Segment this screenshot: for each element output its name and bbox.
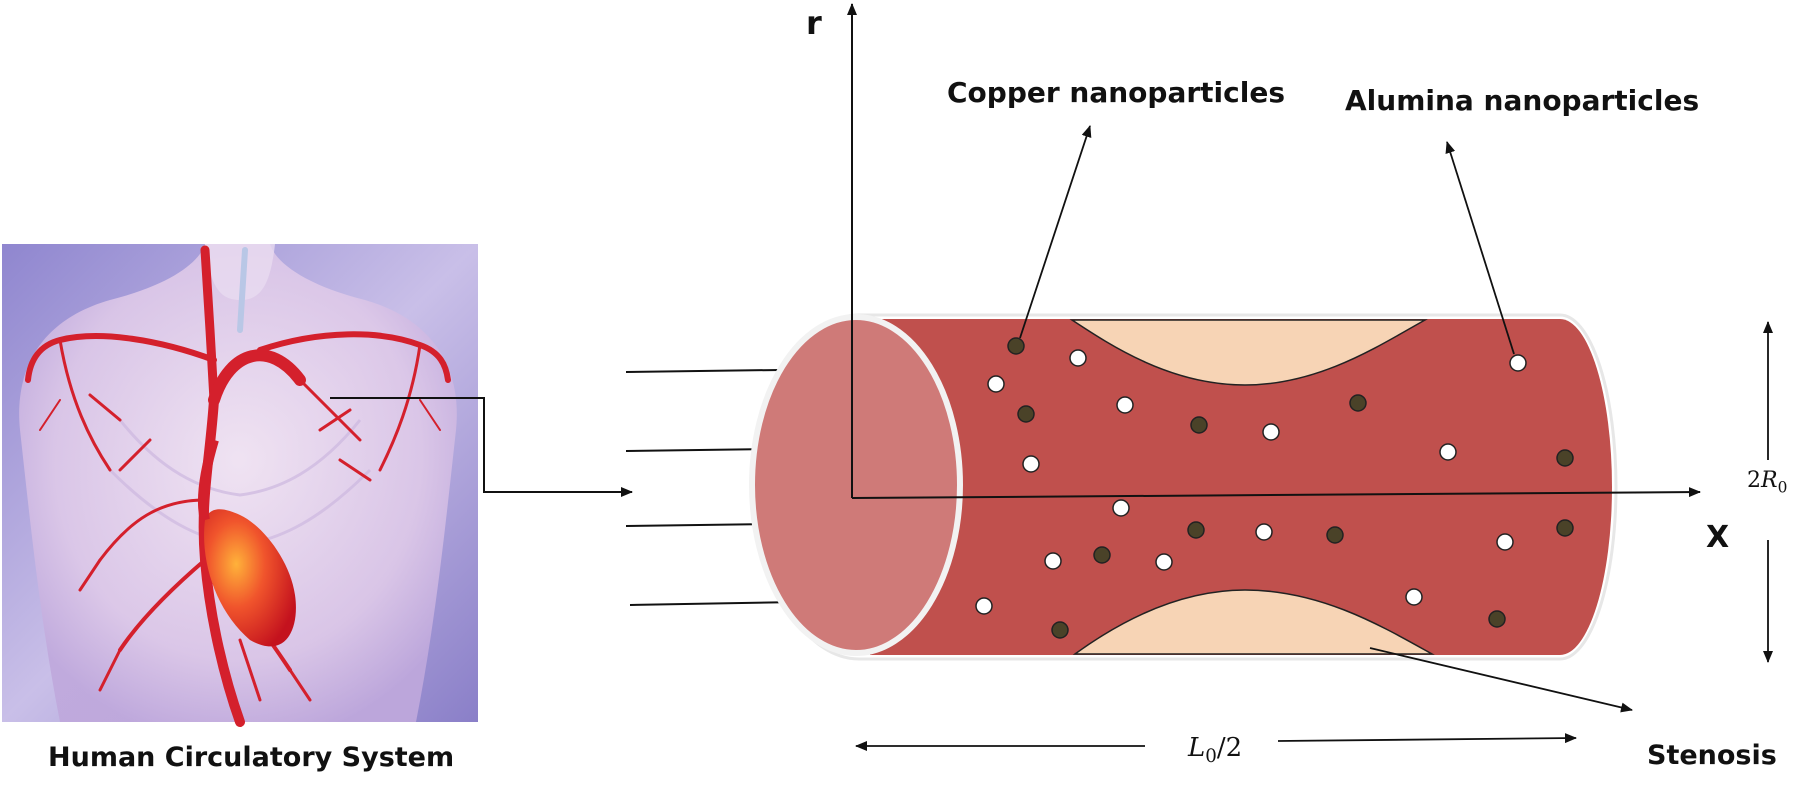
diameter-label: 2R0 [1747, 468, 1787, 496]
alumina-particle [1255, 523, 1273, 541]
alumina-particle [1496, 533, 1514, 551]
copper-particle [1326, 526, 1344, 544]
length-suffix: /2 [1216, 733, 1243, 763]
vessel-inlet-face [749, 314, 963, 656]
diameter-coef: 2 [1747, 468, 1761, 493]
stenosis-bottom [1072, 589, 1435, 655]
axes [847, 3, 1701, 499]
diameter-symbol: R [1761, 468, 1778, 493]
heart [204, 509, 296, 647]
copper-pointer [1019, 125, 1092, 339]
alumina-particles [975, 349, 1527, 615]
x-axis [851, 487, 1701, 499]
r-axis-label: r [806, 4, 822, 42]
vessel [749, 313, 1618, 661]
stenosis-pointer [1369, 647, 1633, 713]
length-subscript: 0 [1205, 746, 1217, 768]
copper-particle [1349, 394, 1367, 412]
copper-particle [1051, 621, 1069, 639]
copper-particles [1007, 337, 1574, 639]
alumina-label: Alumina nanoparticles [1345, 84, 1700, 117]
copper-particle [1556, 449, 1574, 467]
circulatory-illustration [2, 244, 478, 727]
alumina-particle [1262, 423, 1280, 441]
alumina-pointer [1445, 141, 1515, 355]
alumina-particle [1069, 349, 1087, 367]
copper-particle [1190, 416, 1208, 434]
dimension-arrows [855, 321, 1773, 751]
alumina-particle [1022, 455, 1040, 473]
diameter-subscript: 0 [1777, 478, 1788, 497]
copper-particle [1017, 405, 1035, 423]
copper-particle [1187, 521, 1205, 539]
alumina-particle [1405, 588, 1423, 606]
copper-particle [1556, 519, 1574, 537]
neck [205, 244, 275, 300]
copper-label: Copper nanoparticles [947, 76, 1285, 109]
torso-silhouette [19, 244, 457, 722]
connector-arrow [330, 397, 633, 497]
stenosis-label: Stenosis [1647, 740, 1777, 771]
human-system-label: Human Circulatory System [48, 742, 455, 773]
alumina-particle [975, 597, 993, 615]
alumina-particle [1116, 396, 1134, 414]
stenosis-top [1069, 319, 1428, 386]
length-label: L0/2 [1188, 733, 1242, 767]
alumina-particle [1439, 443, 1457, 461]
alumina-particle [1509, 354, 1527, 372]
pointer-arrows [1019, 125, 1633, 713]
alumina-particle [1044, 552, 1062, 570]
nanoparticles [975, 337, 1574, 639]
copper-particle [1093, 546, 1111, 564]
alumina-particle [1112, 499, 1130, 517]
vessel-wall [870, 319, 1612, 655]
alumina-particle [987, 375, 1005, 393]
length-arrow-right [1277, 733, 1577, 744]
x-axis-label: X [1706, 520, 1730, 555]
alumina-particle [1155, 553, 1173, 571]
length-symbol: L [1188, 733, 1206, 763]
copper-particle [1488, 610, 1506, 628]
copper-particle [1007, 337, 1025, 355]
